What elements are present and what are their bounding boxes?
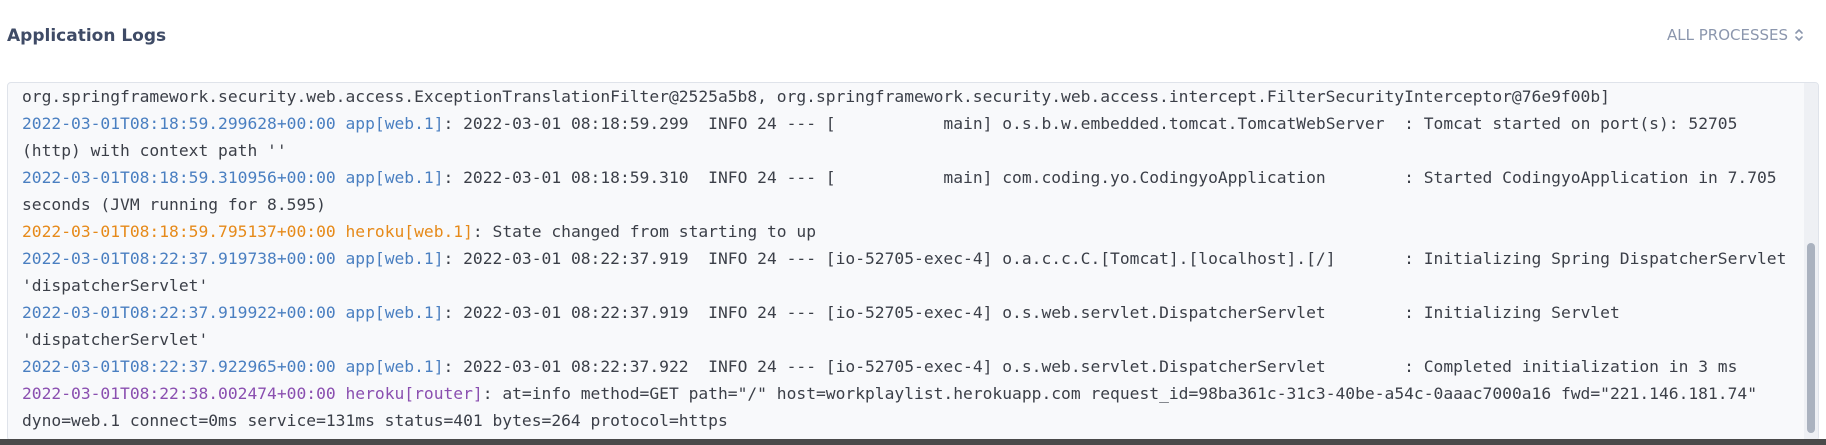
log-source: app[web.1] bbox=[345, 303, 444, 322]
log-source: app[web.1] bbox=[345, 114, 444, 133]
log-message: : 2022-03-01 08:18:59.299 INFO 24 --- [ … bbox=[22, 114, 1748, 160]
log-output: org.springframework.security.web.access.… bbox=[22, 83, 1792, 434]
log-message: : State changed from starting to up bbox=[472, 222, 816, 241]
log-message: : 2022-03-01 08:18:59.310 INFO 24 --- [ … bbox=[22, 168, 1787, 214]
log-message: : 2022-03-01 08:22:37.922 INFO 24 --- [i… bbox=[443, 357, 1738, 376]
bottom-border bbox=[0, 439, 1826, 445]
log-line: org.springframework.security.web.access.… bbox=[22, 83, 1792, 110]
log-scrollbar[interactable] bbox=[1804, 83, 1818, 440]
log-timestamp: 2022-03-01T08:22:37.919738+00:00 bbox=[22, 249, 346, 268]
log-line: 2022-03-01T08:18:59.310956+00:00 app[web… bbox=[22, 164, 1792, 218]
sort-updown-icon bbox=[1794, 28, 1804, 42]
log-source: heroku[web.1] bbox=[345, 222, 473, 241]
logs-header: Application Logs ALL PROCESSES bbox=[0, 0, 1826, 76]
log-viewer[interactable]: org.springframework.security.web.access.… bbox=[7, 82, 1819, 441]
log-message: : at=info method=GET path="/" host=workp… bbox=[22, 384, 1767, 430]
log-timestamp: 2022-03-01T08:22:37.922965+00:00 bbox=[22, 357, 346, 376]
log-timestamp: 2022-03-01T08:22:38.002474+00:00 bbox=[22, 384, 346, 403]
log-line: 2022-03-01T08:22:37.919922+00:00 app[web… bbox=[22, 299, 1792, 353]
page-title: Application Logs bbox=[7, 26, 167, 46]
log-line: 2022-03-01T08:22:38.002474+00:00 heroku[… bbox=[22, 380, 1792, 434]
log-line: 2022-03-01T08:18:59.299628+00:00 app[web… bbox=[22, 110, 1792, 164]
log-source: app[web.1] bbox=[345, 357, 444, 376]
log-timestamp: 2022-03-01T08:22:37.919922+00:00 bbox=[22, 303, 346, 322]
log-line: 2022-03-01T08:18:59.795137+00:00 heroku[… bbox=[22, 218, 1792, 245]
log-message: : 2022-03-01 08:22:37.919 INFO 24 --- [i… bbox=[22, 249, 1797, 295]
log-source: app[web.1] bbox=[345, 249, 444, 268]
log-source: app[web.1] bbox=[345, 168, 444, 187]
process-filter-dropdown[interactable]: ALL PROCESSES bbox=[1667, 26, 1804, 44]
log-scrollbar-thumb[interactable] bbox=[1807, 243, 1815, 433]
process-filter-label: ALL PROCESSES bbox=[1666, 26, 1788, 44]
log-timestamp: 2022-03-01T08:18:59.795137+00:00 bbox=[22, 222, 346, 241]
log-message: org.springframework.security.web.access.… bbox=[22, 87, 1610, 106]
log-timestamp: 2022-03-01T08:18:59.299628+00:00 bbox=[22, 114, 346, 133]
log-source: heroku[router] bbox=[345, 384, 483, 403]
log-timestamp: 2022-03-01T08:18:59.310956+00:00 bbox=[22, 168, 346, 187]
log-line: 2022-03-01T08:22:37.922965+00:00 app[web… bbox=[22, 353, 1792, 380]
log-line: 2022-03-01T08:22:37.919738+00:00 app[web… bbox=[22, 245, 1792, 299]
log-message: : 2022-03-01 08:22:37.919 INFO 24 --- [i… bbox=[22, 303, 1630, 349]
